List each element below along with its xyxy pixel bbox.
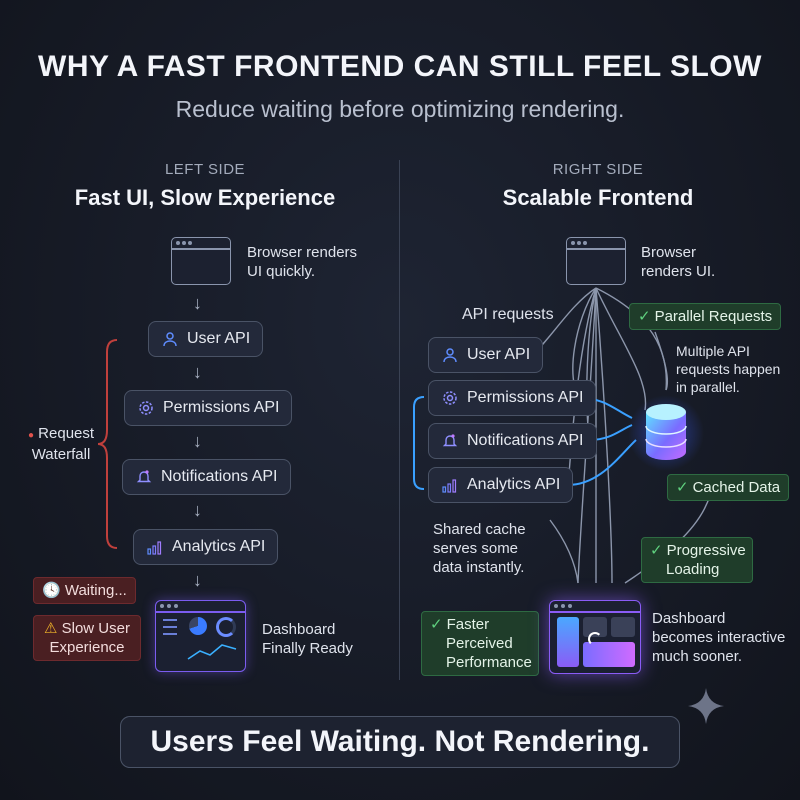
arrow-down-icon: ↓ xyxy=(193,293,202,313)
right-analytics-api: Analytics API xyxy=(428,467,574,503)
right-user-api: User API xyxy=(428,337,544,373)
check-icon: ✓ xyxy=(650,542,663,559)
left-side-title: Fast UI, Slow Experience xyxy=(74,185,336,210)
right-side-tag: RIGHT SIDE xyxy=(552,161,644,178)
faster-performance-badge: ✓Faster Perceived Performance xyxy=(421,611,539,676)
right-side-title: Scalable Frontend xyxy=(502,185,694,210)
gear-icon xyxy=(137,399,155,417)
check-icon: ✓ xyxy=(638,308,651,325)
left-dashboard-icon xyxy=(155,600,246,672)
request-waterfall-label: ● Request Waterfall xyxy=(27,425,95,463)
left-side-tag: LEFT SIDE xyxy=(164,161,246,178)
gear-icon xyxy=(441,389,459,407)
arrow-down-icon: ↓ xyxy=(193,570,202,590)
bell-icon xyxy=(441,432,459,450)
check-icon: ✓ xyxy=(430,616,443,633)
bell-icon xyxy=(135,468,153,486)
right-notifications-api: Notifications API xyxy=(428,423,597,459)
slow-experience-badge: ⚠ Slow User Experience xyxy=(33,615,141,661)
bar-chart-icon xyxy=(146,538,164,556)
waterfall-bracket xyxy=(97,339,118,549)
column-divider xyxy=(399,160,400,680)
database-icon xyxy=(628,395,704,471)
parallel-requests-badge: ✓Parallel Requests xyxy=(629,303,782,330)
left-user-api: User API xyxy=(148,321,264,357)
left-permissions-api: Permissions API xyxy=(124,390,293,426)
clock-icon: 🕓 xyxy=(42,582,61,599)
parallel-bracket xyxy=(413,396,425,490)
arrow-down-icon: ↓ xyxy=(193,500,202,520)
user-icon xyxy=(441,346,459,364)
right-permissions-api: Permissions API xyxy=(428,380,597,416)
right-dashboard-icon xyxy=(549,600,641,674)
bottom-banner: Users Feel Waiting. Not Rendering. xyxy=(120,716,680,768)
arrow-down-icon: ↓ xyxy=(193,431,202,451)
cached-data-badge: ✓Cached Data xyxy=(667,474,790,501)
user-icon xyxy=(161,330,179,348)
bar-chart-icon xyxy=(441,476,459,494)
arrow-down-icon: ↓ xyxy=(193,362,202,382)
page-subtitle: Reduce waiting before optimizing renderi… xyxy=(175,96,625,122)
progressive-loading-badge: ✓Progressive Loading xyxy=(641,537,753,583)
page-title: WHY A FAST FRONTEND CAN STILL FEEL SLOW xyxy=(38,50,762,83)
left-notifications-api: Notifications API xyxy=(122,459,291,495)
right-browser-icon xyxy=(566,237,626,285)
warning-icon: ⚠ xyxy=(44,620,58,637)
api-requests-label: API requests xyxy=(462,306,554,323)
left-browser-icon xyxy=(171,237,231,285)
left-analytics-api: Analytics API xyxy=(133,529,279,565)
sparkle-icon xyxy=(688,688,724,724)
waiting-badge: 🕓 Waiting... xyxy=(33,577,136,604)
check-icon: ✓ xyxy=(676,479,689,496)
